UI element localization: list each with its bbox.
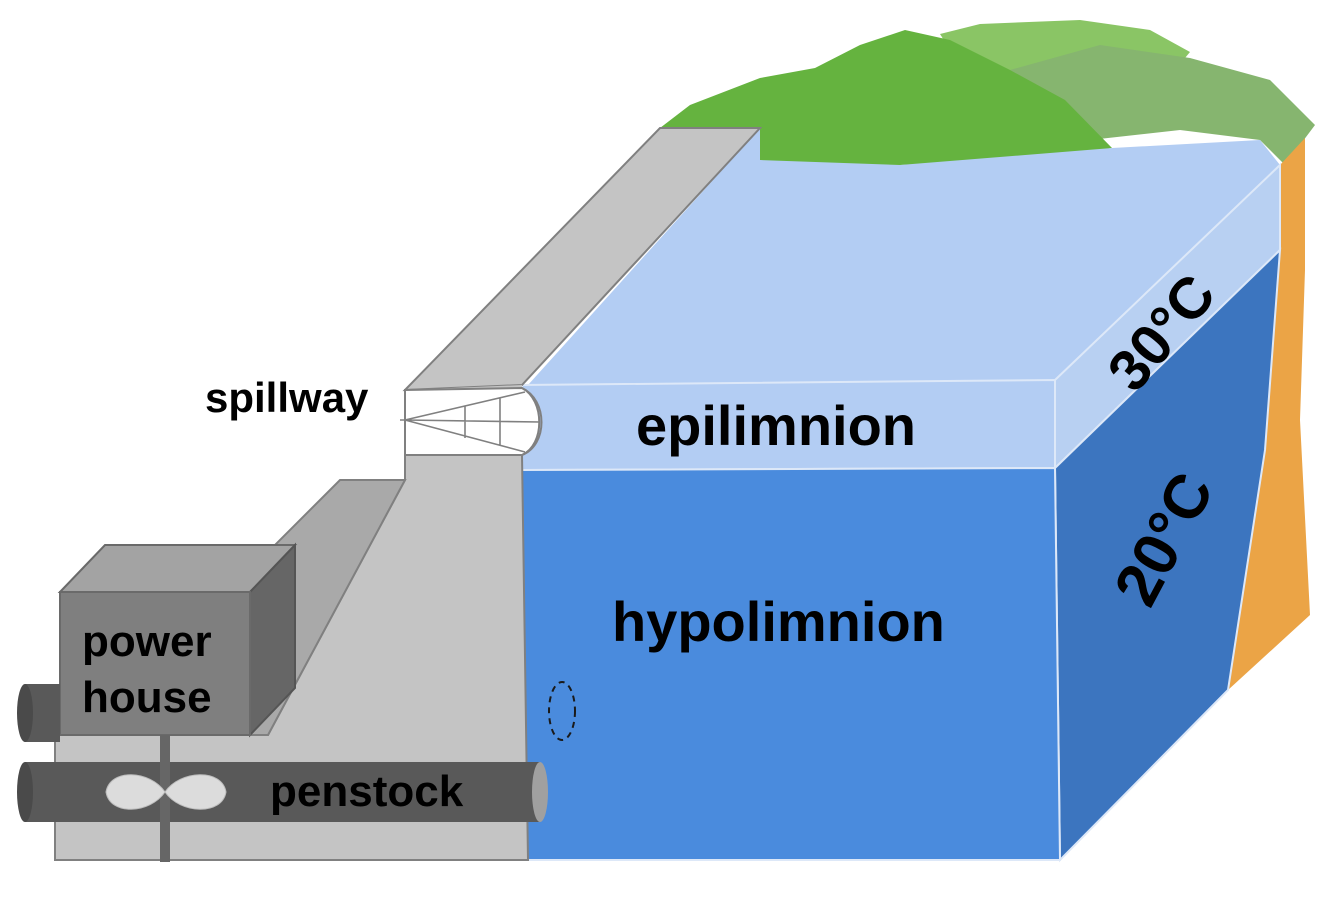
- outlet-pipe-end: [17, 684, 33, 742]
- hill-dark-green: [660, 30, 1112, 168]
- penstock-right-end: [532, 762, 548, 822]
- penstock-left-end: [17, 762, 33, 822]
- ground-side-face: [1228, 138, 1310, 690]
- spillway-gate: [400, 386, 543, 456]
- spillway-curve: [521, 387, 543, 456]
- turbine: [105, 735, 227, 862]
- hypolimnion-front-face: [521, 466, 1062, 861]
- epilimnion-label: epilimnion: [636, 394, 916, 457]
- outlet-pipe: [17, 684, 60, 742]
- spillway-label: spillway: [205, 374, 369, 421]
- dam-crest: [402, 127, 763, 392]
- turbine-blade-left: [105, 774, 166, 810]
- hills: [660, 20, 1315, 168]
- power-house-front: [59, 591, 251, 736]
- hypolimnion-label: hypolimnion: [612, 590, 945, 653]
- power-house-label-line1: power: [82, 617, 212, 666]
- turbine-blade-right: [164, 774, 227, 810]
- power-house: [57, 542, 298, 738]
- epilimnion-top-surface: [528, 128, 1280, 385]
- spillway-radial-lines: [400, 391, 541, 453]
- power-house-label-line2: house: [82, 673, 212, 722]
- turbine-shaft: [160, 735, 170, 862]
- penstock-label: penstock: [270, 767, 464, 816]
- water-intake-outline: [548, 681, 576, 741]
